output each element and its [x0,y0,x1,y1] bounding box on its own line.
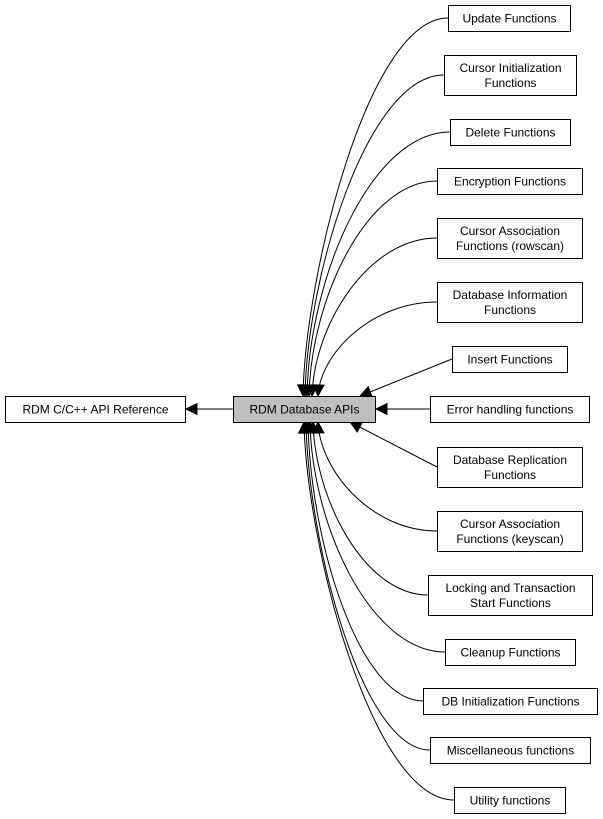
arrow-head [184,402,198,416]
node-box [437,282,583,323]
arrow-head [312,384,325,398]
node-box [452,346,568,373]
node-label: Delete Functions [465,126,555,140]
node-label: Cursor Association [460,517,560,531]
edge-cursor-assoc-keyscan-to-center [317,421,438,532]
node-box [437,168,583,195]
node-label: Start Functions [470,596,551,610]
edge-cleanup-to-center [309,421,446,653]
node-misc[interactable]: Miscellaneous functions [430,737,591,764]
node-box [445,639,576,666]
node-box [5,396,186,423]
arrow-head [374,402,388,416]
node-box [233,396,376,423]
edge-replication-to-center [349,421,438,468]
edge-locking-to-center [312,421,429,596]
node-label: RDM C/C++ API Reference [22,403,168,417]
edge-database-info-to-center [317,301,438,397]
node-label: Update Functions [462,12,556,26]
node-label: Utility functions [470,794,551,808]
edge-encryption-to-center [308,180,438,397]
node-label: DB Initialization Functions [441,695,579,709]
node-cleanup[interactable]: Cleanup Functions [445,639,576,666]
node-center[interactable]: RDM Database APIs [233,396,376,423]
node-insert[interactable]: Insert Functions [452,346,568,373]
node-utility[interactable]: Utility functions [454,787,566,814]
node-box [437,447,583,488]
node-box [428,575,593,616]
node-label: Database Replication [453,453,567,467]
node-error-handling[interactable]: Error handling functions [430,396,590,423]
node-label: Locking and Transaction [445,581,575,595]
node-label: Database Information [453,288,568,302]
node-label: Insert Functions [467,353,552,367]
node-label: Cleanup Functions [460,646,560,660]
node-box [444,55,577,96]
node-box [437,218,583,259]
node-encryption[interactable]: Encryption Functions [437,168,583,195]
node-label: Functions [484,303,536,317]
node-label: Functions (keyscan) [456,532,563,546]
arrow-head [297,420,311,434]
node-box [448,5,571,32]
edge-delete-to-center [306,131,451,397]
edge-insert-to-center [359,358,453,397]
node-label: Cursor Initialization [459,61,561,75]
node-box [454,787,566,814]
node-box [437,511,583,552]
edge-db-init-to-center [307,421,424,702]
node-label: Miscellaneous functions [447,744,574,758]
arrow-head [358,385,374,398]
node-delete[interactable]: Delete Functions [450,119,571,146]
node-label: Encryption Functions [454,175,566,189]
node-label: Functions [484,468,536,482]
node-label: Error handling functions [447,403,574,417]
edge-cursor-init-to-center [304,74,445,397]
edge-cursor-assoc-rowscan-to-center [311,237,438,397]
node-db-init[interactable]: DB Initialization Functions [423,688,598,715]
edge-update-to-center [302,17,449,397]
edge-misc-to-center [305,421,431,751]
node-box [430,396,590,423]
node-box [450,119,571,146]
node-box [430,737,591,764]
edge-utility-to-center [303,421,455,801]
node-box [423,688,598,715]
node-label: RDM Database APIs [249,403,359,417]
node-label: Cursor Association [460,224,560,238]
node-update[interactable]: Update Functions [448,5,571,32]
node-parent[interactable]: RDM C/C++ API Reference [5,396,186,423]
node-label: Functions [484,76,536,90]
node-label: Functions (rowscan) [456,239,564,253]
